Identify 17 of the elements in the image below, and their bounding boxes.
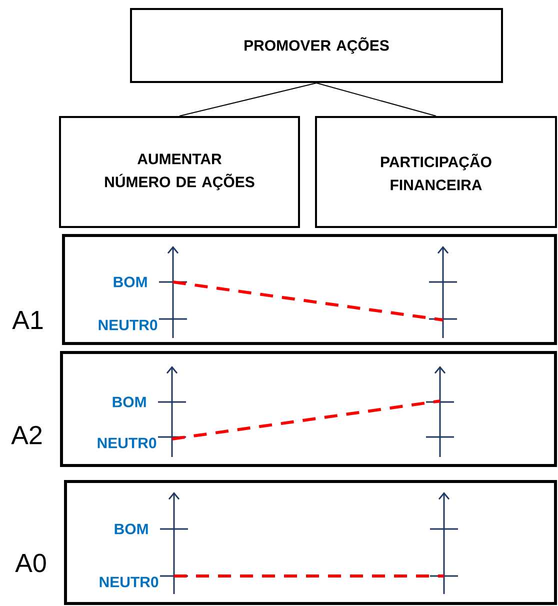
panel-box — [60, 351, 557, 467]
scale-label: NEUTR0 — [98, 438, 156, 448]
connector-line — [179, 82, 317, 116]
scale-label: NEUTR0 — [98, 320, 158, 330]
process-box: PROMOVER AÇÕES — [130, 8, 503, 83]
panel-box — [62, 234, 557, 345]
process-box: AUMENTAR NÚMERO DE AÇÕES — [59, 116, 300, 228]
scale-label: BOM — [114, 524, 148, 534]
panel-box — [64, 480, 557, 605]
process-box: PARTICIPAÇÃO FINANCEIRA — [315, 116, 557, 228]
scale-label: BOM — [114, 276, 147, 288]
scale-label: NEUTR0 — [100, 576, 158, 588]
connector-line — [316, 82, 436, 116]
panel-label: A0 — [15, 554, 46, 572]
panel-label: A1 — [12, 311, 43, 329]
panel-label: A2 — [11, 426, 42, 444]
scale-label: BOM — [112, 396, 146, 408]
